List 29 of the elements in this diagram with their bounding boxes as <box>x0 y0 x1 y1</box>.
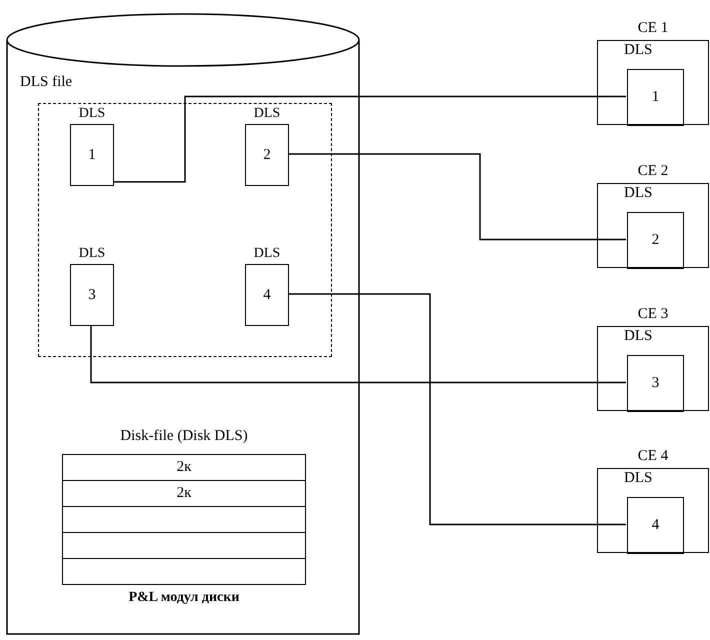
connector-line <box>288 293 626 526</box>
numbered-box: 4 <box>627 497 684 554</box>
table-cell: 2к <box>62 480 306 507</box>
unit-title: CE 2 <box>636 163 670 180</box>
connector-line <box>288 153 626 240</box>
frame-label: DLS <box>624 185 652 202</box>
unit-title: CE 3 <box>636 306 670 323</box>
box-title: DLS <box>252 106 282 122</box>
unit-title: CE 1 <box>636 20 670 37</box>
numbered-box: 1 <box>627 69 684 126</box>
table-caption: P&L модул диски <box>128 590 240 606</box>
frame-label: DLS <box>624 328 652 345</box>
connector-line <box>90 325 626 384</box>
box-title: DLS <box>78 106 106 122</box>
connector-line <box>113 96 626 183</box>
frame-label: DLS <box>624 470 652 487</box>
unit-title: CE 4 <box>636 448 670 465</box>
group-title: DLS file <box>20 74 72 91</box>
box-title: DLS <box>78 246 106 262</box>
table-cell: 2к <box>62 454 306 481</box>
numbered-box: 2 <box>627 212 684 269</box>
numbered-box: 2 <box>245 124 289 186</box>
frame-label: DLS <box>624 42 652 59</box>
numbered-box: 1 <box>70 124 114 186</box>
numbered-box: 4 <box>245 264 289 326</box>
table-title: Disk-file (Disk DLS) <box>119 428 249 445</box>
numbered-box: 3 <box>627 355 684 412</box>
box-title: DLS <box>252 246 282 262</box>
numbered-box: 3 <box>70 264 114 326</box>
